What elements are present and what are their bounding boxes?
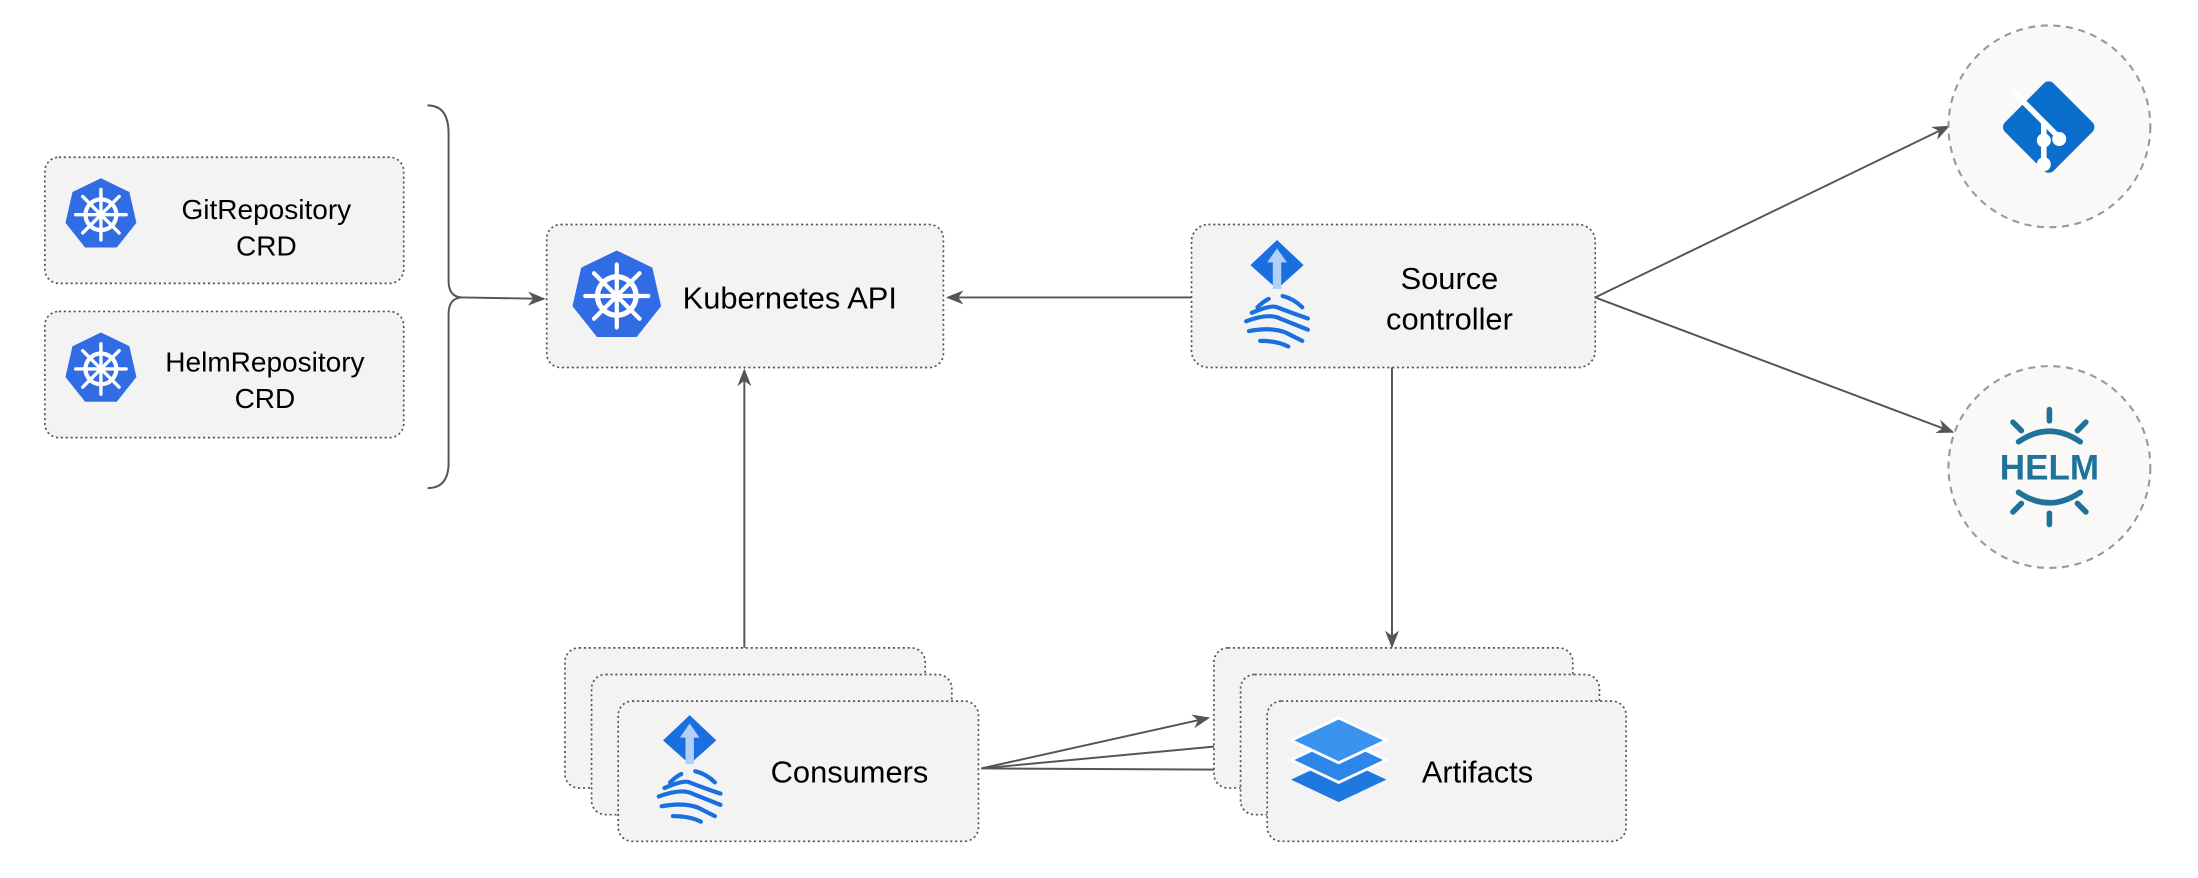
node-label: Artifacts xyxy=(1422,754,1533,789)
helm-icon xyxy=(2010,406,2089,528)
helm-logo-text: HELM xyxy=(2000,449,2099,488)
node-label: Kubernetes API xyxy=(683,281,897,316)
node-artifacts: Artifacts xyxy=(1213,647,1627,843)
node-source-controller: Source controller xyxy=(1190,223,1597,369)
node-label: GitRepository xyxy=(181,194,351,225)
node-kubernetes-api: Kubernetes API xyxy=(545,223,945,369)
node-label: Consumers xyxy=(771,754,929,789)
node-consumers: Consumers xyxy=(564,647,980,843)
node-label: HelmRepository xyxy=(165,347,364,378)
git-icon xyxy=(2003,81,2095,173)
node-label: Source xyxy=(1401,261,1499,296)
node-label: controller xyxy=(1386,302,1513,337)
node-git xyxy=(1947,24,2152,229)
node-label: CRD xyxy=(235,383,296,414)
crd-brace xyxy=(427,104,463,490)
node-helm-repository-crd: HelmRepository CRD xyxy=(44,310,405,439)
node-helm: HELM xyxy=(1947,365,2152,570)
edge-controller-to-git xyxy=(1594,125,1951,299)
edge-consumers-to-artifacts-2 xyxy=(981,739,1237,770)
node-git-repository-crd: GitRepository CRD xyxy=(44,156,405,285)
edge-controller-to-helm xyxy=(1594,296,1955,434)
edge-consumers-to-artifacts-1 xyxy=(981,714,1211,770)
node-label: CRD xyxy=(236,230,297,261)
edge-crds-to-api xyxy=(462,291,546,306)
